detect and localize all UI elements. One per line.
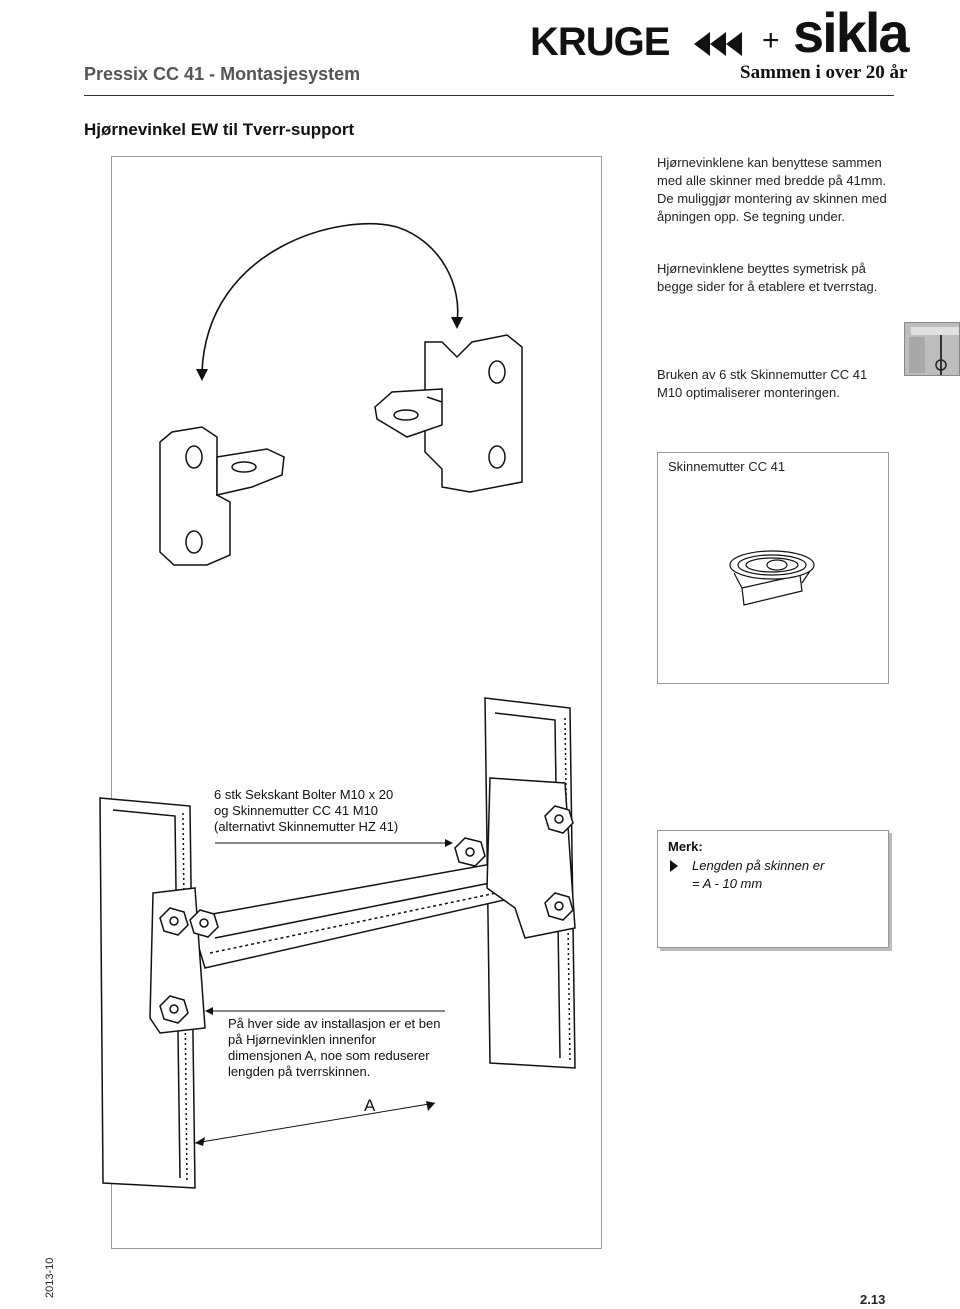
placement-callout-line: på Hjørnevinklen innenfor [228, 1032, 377, 1047]
placement-callout-line: lengden på tverrskinnen. [228, 1064, 371, 1079]
revision-date: 2013-10 [44, 1257, 56, 1298]
bolts-callout-line: (alternativt Skinnemutter HZ 41) [214, 819, 399, 834]
intro-paragraph: Hjørnevinklene kan benyttese sammen med … [657, 155, 887, 224]
kruge-arrows-icon [694, 32, 742, 56]
cross-rail [189, 857, 536, 969]
channel-nut-title: Skinnemutter CC 41 [668, 459, 786, 474]
note-line: Lengden på skinnen er [692, 858, 825, 873]
drawing-frame [111, 156, 602, 1249]
bolts-callout: 6 stk Sekskant Bolter M10 x 20 og Skinne… [214, 787, 398, 835]
hex-bolt-5 [159, 995, 189, 1024]
placement-callout: På hver side av installasjon er et ben p… [228, 1016, 440, 1080]
dimension-a-label: A [364, 1096, 376, 1115]
corner-bracket-right [374, 334, 523, 493]
installation-thumbnail [904, 322, 960, 376]
note-line: = A - 10 mm [692, 876, 763, 891]
sikla-logo: sikla [793, 1, 910, 64]
hex-bolt-3 [454, 837, 486, 867]
kruge-logo: KRUGE [530, 20, 670, 64]
hex-bolt-2 [544, 892, 574, 921]
hex-bolt-6 [189, 909, 219, 938]
bullet-arrow-icon [670, 860, 678, 872]
symmetric-paragraph: Hjørnevinklene beyttes symetrisk på begg… [657, 261, 878, 294]
brand-tagline: Sammen i over 20 år [740, 62, 908, 83]
rotation-arrow [201, 223, 459, 373]
cross-support-drawing [99, 697, 576, 1189]
corner-bracket-drawing [159, 223, 523, 566]
bolts-callout-line: 6 stk Sekskant Bolter M10 x 20 [214, 787, 394, 802]
channel-nut-icon [729, 550, 815, 606]
hex-bolt-4 [159, 907, 189, 936]
nut-usage-paragraph: Bruken av 6 stk Skinnemutter CC 41 M10 o… [657, 367, 868, 400]
page-number: 2.13 [860, 1292, 886, 1307]
dimension-a-line [194, 1102, 436, 1144]
document-title: Pressix CC 41 - Montasjesystem [84, 64, 361, 84]
section-title: Hjørnevinkel EW til Tverr-support [84, 120, 355, 139]
hex-bolt-1 [544, 805, 574, 834]
corner-bracket-left [159, 426, 285, 566]
channel-nut-box: Skinnemutter CC 41 [657, 452, 889, 684]
brand-plus-sign: + [762, 24, 780, 57]
placement-callout-line: dimensjonen A, noe som reduserer [228, 1048, 430, 1063]
placement-callout-line: På hver side av installasjon er et ben [228, 1016, 441, 1031]
header-divider [84, 95, 894, 96]
note-title: Merk: [668, 839, 703, 854]
bolts-callout-line: og Skinnemutter CC 41 M10 [214, 803, 379, 818]
note-box: Merk: Lengden på skinnen er = A - 10 mm [657, 830, 889, 948]
